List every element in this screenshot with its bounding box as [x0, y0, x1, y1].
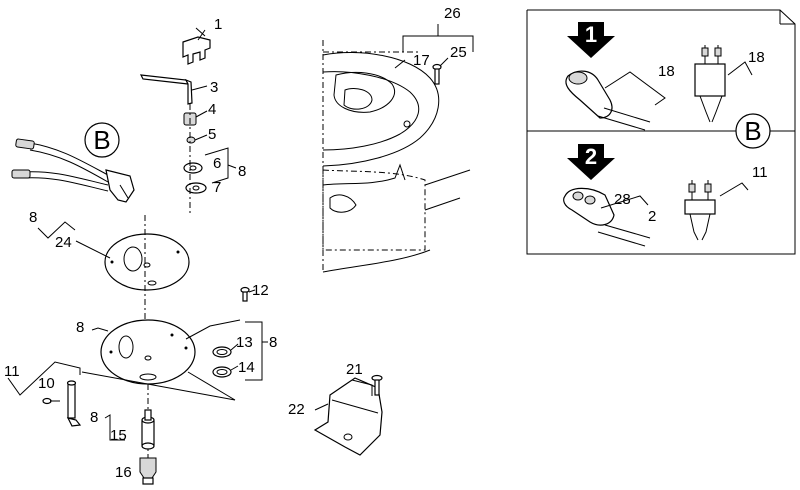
callout-3: 3: [210, 79, 218, 96]
callout-25: 25: [450, 44, 467, 61]
part-12-screw: [240, 286, 256, 302]
callout-1: 1: [214, 16, 222, 33]
callout-14: 14: [238, 359, 255, 376]
callout-22: 22: [288, 401, 305, 418]
part-3-hex-key: [139, 74, 208, 105]
callout-12: 12: [252, 282, 269, 299]
marker-b-left-label: B: [93, 125, 110, 155]
variant-1-plug-connector: [565, 70, 651, 131]
callout-13: 13: [236, 334, 253, 351]
variant-2-electrode-pair: [684, 180, 716, 241]
marker-b-left: B: [84, 122, 120, 158]
marker-b-right-label: B: [744, 116, 761, 146]
part-6-washer: [183, 162, 203, 174]
callout-24: 24: [55, 234, 72, 251]
callout-11: 11: [4, 363, 20, 380]
callout-7: 7: [213, 179, 221, 196]
part-16-nozzle: [139, 457, 157, 485]
variant-1-number: 1: [585, 22, 597, 47]
callout-18-electrode: 18: [748, 49, 765, 66]
callout-16: 16: [115, 464, 132, 481]
part-1-clip: [182, 29, 211, 65]
callout-8-base: 8: [76, 319, 84, 336]
callout-26: 26: [444, 5, 461, 22]
part-5-nut: [186, 134, 208, 144]
callout-8-plate: 8: [29, 209, 37, 226]
part-13-ring: [212, 346, 232, 358]
part-10-electrode: [66, 380, 82, 427]
variant-2-plug-connector: [563, 187, 651, 247]
callout-8-holder: 8: [90, 409, 98, 426]
burner-housing-17: [322, 40, 471, 273]
callout-28: 28: [614, 191, 631, 208]
callout-17: 17: [413, 52, 430, 69]
variant-2-arrow-marker: [567, 144, 615, 180]
callout-18-connector: 18: [658, 63, 675, 80]
part-25-screw: [432, 63, 442, 85]
callout-8-top: 8: [238, 163, 246, 180]
callout-4: 4: [208, 101, 216, 118]
part-24-mounting-plate: [104, 233, 190, 291]
callout-6: 6: [213, 155, 221, 172]
callout-10: 10: [38, 375, 55, 392]
callout-15: 15: [110, 427, 127, 444]
variant-1-arrow-marker: [567, 22, 615, 58]
marker-b-right: B: [735, 113, 771, 149]
callout-5: 5: [208, 126, 216, 143]
part-4-sleeve: [183, 110, 208, 126]
variant-1-electrode-pair: [694, 45, 726, 123]
part-7-washer: [185, 182, 207, 194]
callout-8-rings: 8: [269, 334, 277, 351]
part-21-screw: [371, 374, 383, 396]
ignition-lead-cable: [11, 138, 135, 203]
callout-2: 2: [648, 208, 656, 225]
part-22-bracket: [313, 377, 383, 456]
callout-11-electrode: 11: [752, 164, 768, 181]
callout-21: 21: [346, 361, 363, 378]
variant-2-number: 2: [585, 144, 597, 169]
part-15-nozzle-holder: [141, 409, 155, 450]
burner-base-plate: [100, 319, 196, 385]
part-14-ring: [212, 366, 232, 378]
part-11-screw: [42, 397, 60, 405]
